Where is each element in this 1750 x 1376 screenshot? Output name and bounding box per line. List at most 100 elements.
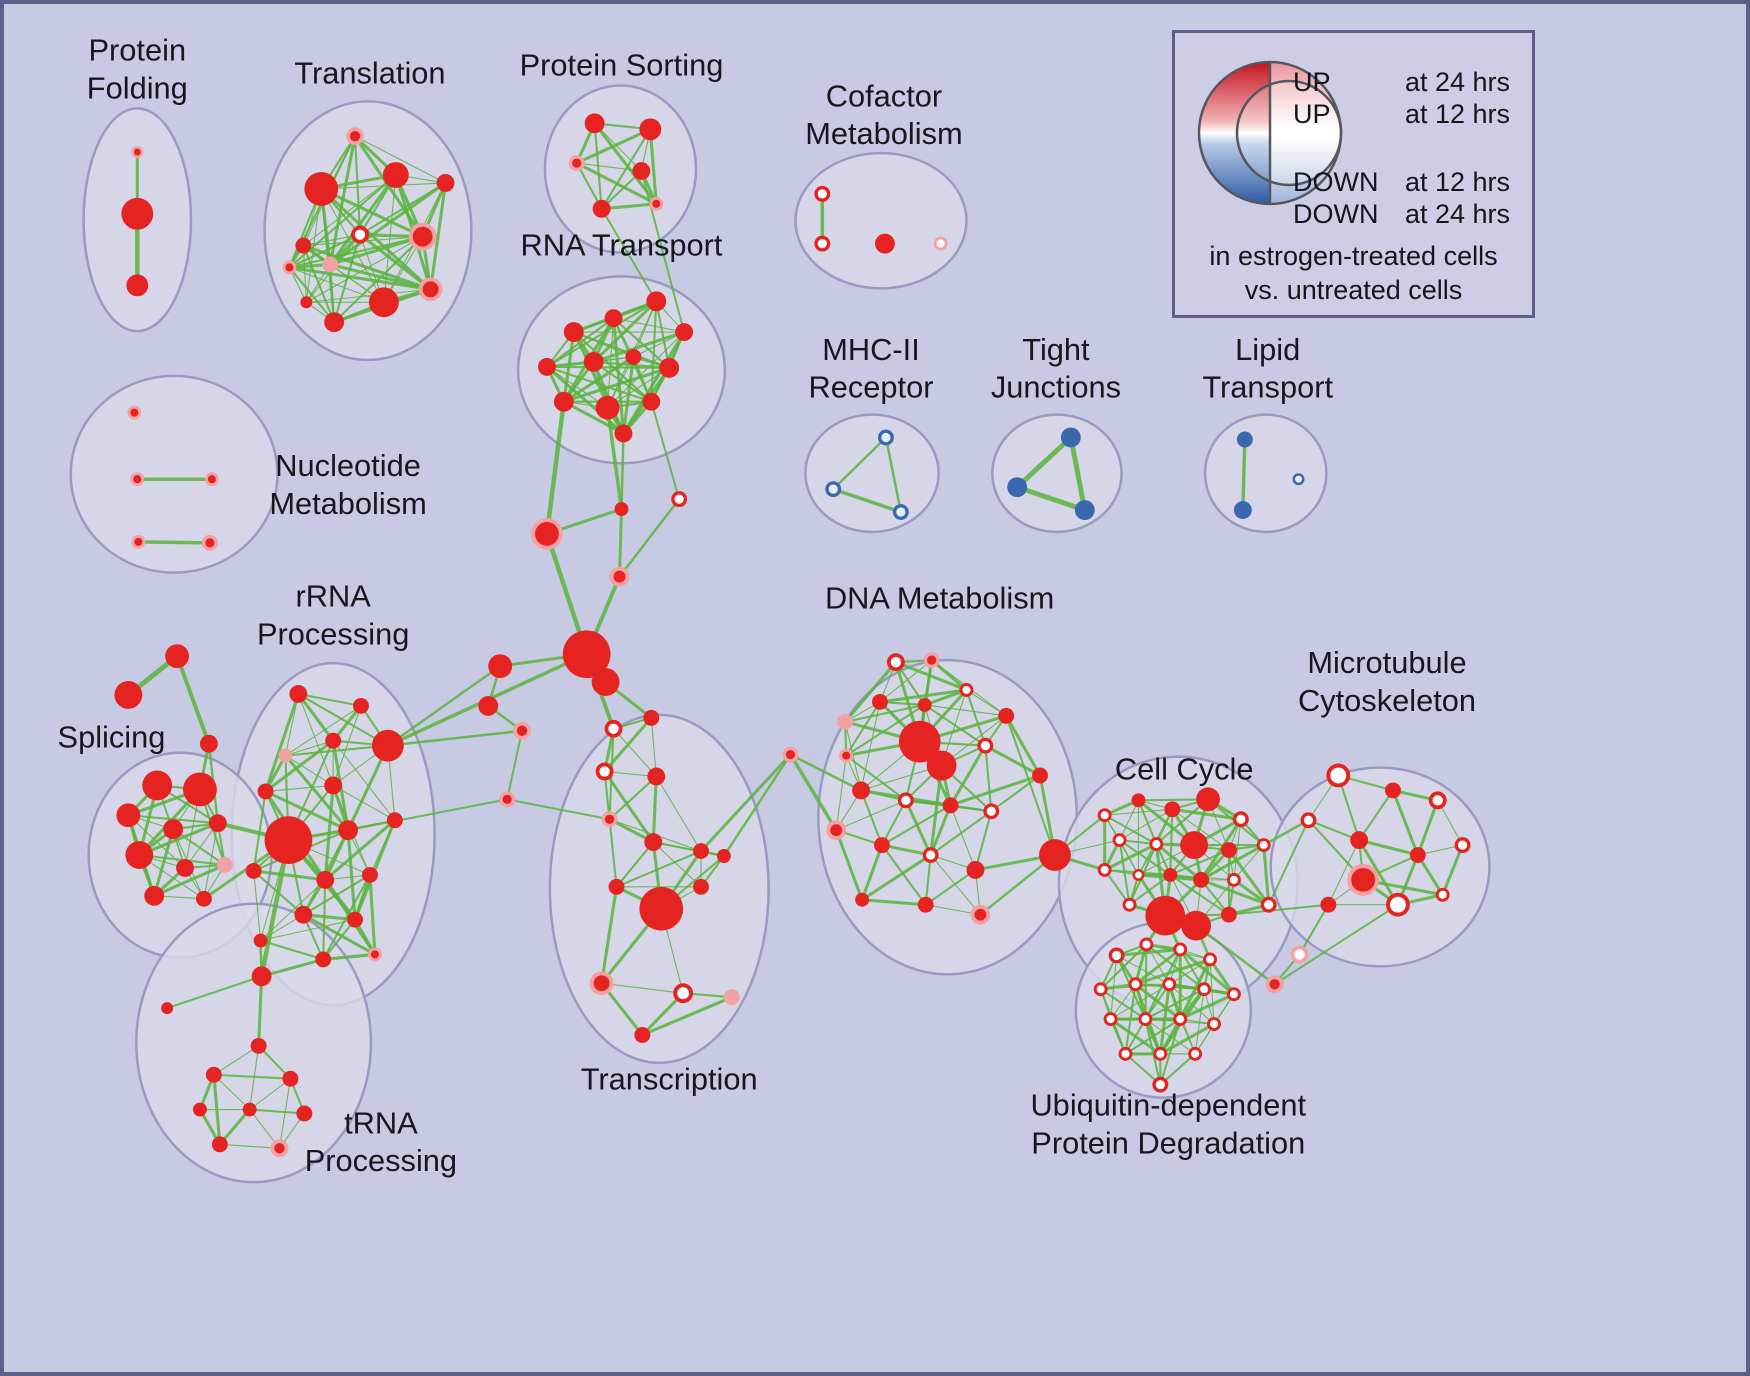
edge xyxy=(845,700,882,757)
node-dm7 xyxy=(998,707,1015,724)
legend-row-down-24: DOWN at 24 hrs xyxy=(1175,199,1532,229)
edge xyxy=(1273,903,1399,986)
edge xyxy=(1118,839,1172,876)
edge xyxy=(302,234,361,247)
edge xyxy=(860,789,884,847)
edge xyxy=(284,740,334,757)
edge xyxy=(950,804,976,871)
edge xyxy=(605,405,624,511)
edge xyxy=(843,660,898,724)
node-tc11 xyxy=(716,849,731,863)
node-rr2 xyxy=(353,697,369,714)
node-tn2 xyxy=(161,1002,174,1015)
node-core-ub6 xyxy=(1131,980,1140,989)
node-core-cc1 xyxy=(1100,811,1109,820)
cluster-label-mc: Cytoskeleton xyxy=(1298,683,1476,718)
node-rr1 xyxy=(289,685,308,703)
legend-row-up-24: UP at 24 hrs xyxy=(1175,67,1532,97)
cluster-label-pf: Folding xyxy=(87,70,188,105)
edge xyxy=(288,266,336,324)
edge xyxy=(1307,819,1361,842)
node-core-ps3 xyxy=(572,158,582,168)
edge xyxy=(603,716,653,774)
cluster-label-tj: Tight xyxy=(1022,332,1090,367)
legend-down-24-time: at 24 hrs xyxy=(1404,199,1510,229)
node-rt5 xyxy=(537,357,556,376)
cluster-label-nm: Nucleotide xyxy=(275,448,421,483)
edge xyxy=(618,497,681,578)
node-tc10 xyxy=(693,878,709,895)
node-cc18 xyxy=(1181,910,1212,941)
edge xyxy=(1233,844,1265,881)
node-core-md9 xyxy=(516,725,528,736)
node-rr15 xyxy=(347,911,363,928)
edge xyxy=(287,265,433,291)
node-rr16 xyxy=(253,933,268,948)
edge xyxy=(1298,903,1330,956)
node-core-nm5 xyxy=(205,538,215,548)
node-tr9 xyxy=(322,256,339,273)
node-tn7 xyxy=(242,1102,257,1117)
node-rr13 xyxy=(362,866,378,883)
legend-down-24-word: DOWN xyxy=(1293,199,1379,229)
edge xyxy=(600,202,658,211)
cluster-label-cm: Metabolism xyxy=(805,116,962,151)
edge xyxy=(652,841,702,888)
edge xyxy=(1159,1018,1182,1086)
node-core-cm1 xyxy=(817,189,827,199)
node-core-pf1 xyxy=(133,148,141,156)
cluster-label-lt: Transport xyxy=(1202,370,1333,405)
edge xyxy=(929,810,993,857)
node-sl1 xyxy=(142,770,173,801)
node-rt9 xyxy=(553,391,574,412)
node-core-dm22 xyxy=(974,908,987,921)
edge xyxy=(213,1074,251,1111)
edge xyxy=(284,744,389,757)
node-tc7 xyxy=(693,843,709,859)
node-core-dm11 xyxy=(980,741,990,751)
node-rt6 xyxy=(583,351,604,372)
edge xyxy=(545,300,658,368)
edge xyxy=(265,784,334,792)
node-core-lt3 xyxy=(1295,475,1302,483)
edge xyxy=(1171,808,1230,851)
node-core-dm6 xyxy=(962,685,971,695)
node-core-tr8 xyxy=(285,263,294,272)
node-core-ub9 xyxy=(1229,990,1238,999)
node-tn5 xyxy=(282,1070,299,1087)
node-sl2 xyxy=(183,772,217,807)
node-lt1 xyxy=(1236,431,1253,448)
edge xyxy=(655,775,702,852)
edge xyxy=(248,1108,306,1115)
node-rt3 xyxy=(646,291,667,312)
node-cc0 xyxy=(1039,839,1071,871)
edge xyxy=(1110,983,1137,1020)
edge xyxy=(1169,849,1230,876)
legend: UP at 24 hrs UP at 12 hrs DOWN at 12 hrs… xyxy=(1172,30,1535,318)
node-ps4 xyxy=(632,162,651,180)
node-core-mc7 xyxy=(1457,840,1468,850)
node-tn8 xyxy=(296,1105,313,1122)
node-core-mc9 xyxy=(1389,896,1406,913)
edge xyxy=(264,739,335,793)
node-core-ub12 xyxy=(1176,1015,1185,1024)
edge xyxy=(1391,788,1420,857)
edge xyxy=(860,853,933,902)
node-core-ub14 xyxy=(1121,1049,1130,1058)
node-tj3 xyxy=(1074,500,1095,520)
node-sl4 xyxy=(163,819,184,840)
edge xyxy=(333,233,362,324)
node-dm20 xyxy=(917,896,934,913)
node-mc5 xyxy=(1350,831,1369,850)
edge xyxy=(328,262,433,291)
edge xyxy=(1144,988,1206,1021)
legend-node-glyph xyxy=(1197,60,1343,206)
node-core-ub11 xyxy=(1141,1015,1150,1024)
edge xyxy=(835,755,847,831)
node-dm4 xyxy=(872,693,888,710)
cluster-label-ub: Protein Degradation xyxy=(1031,1125,1305,1160)
node-rt2 xyxy=(604,309,623,328)
node-core-dm14 xyxy=(901,795,911,805)
edge xyxy=(386,729,524,747)
edge xyxy=(544,399,567,537)
